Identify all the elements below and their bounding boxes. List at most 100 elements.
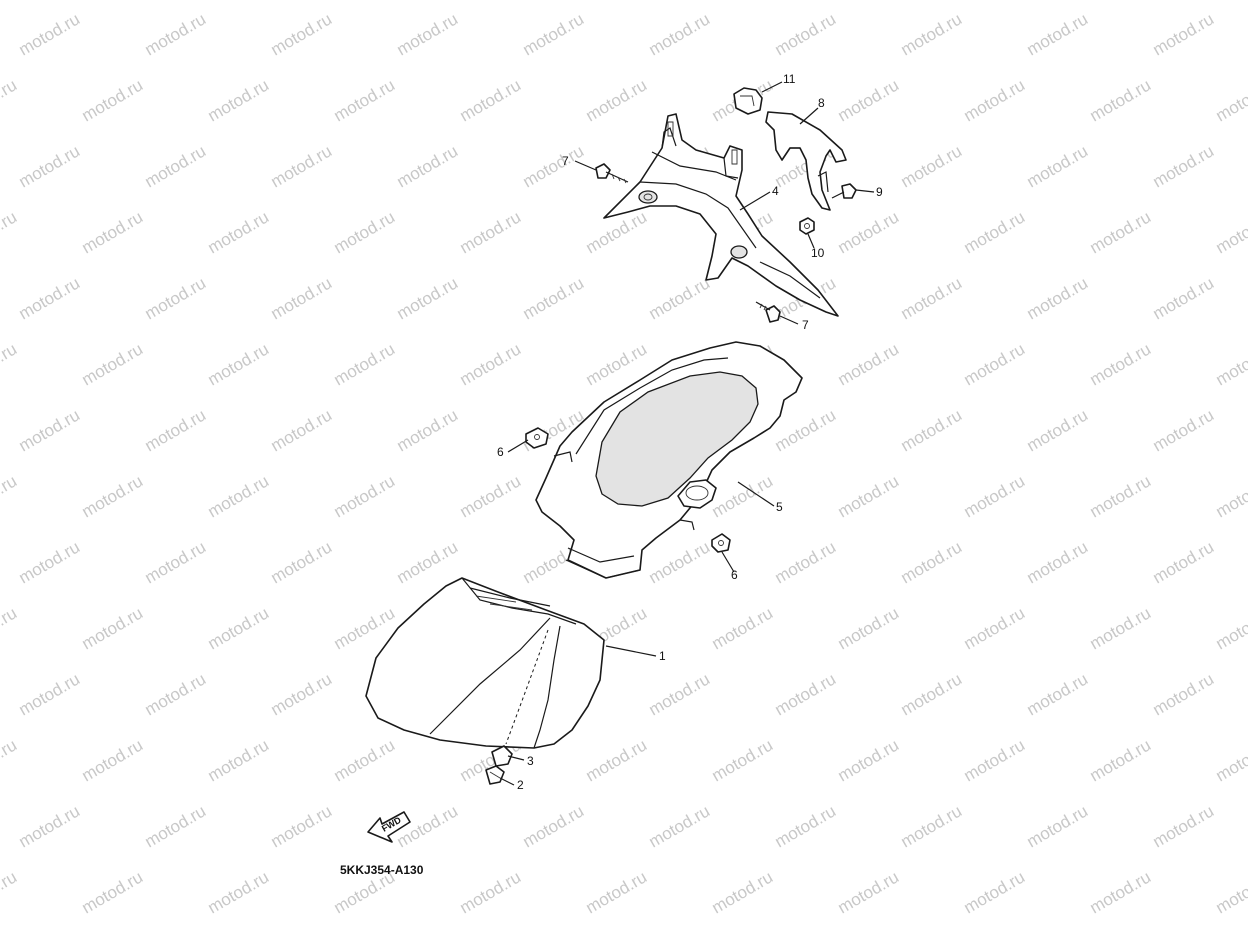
watermark-text: motod.ru — [205, 603, 273, 653]
watermark-text: motod.ru — [1087, 207, 1155, 257]
callout-7-upper: 7 — [562, 154, 569, 168]
watermark-text: motod.ru — [1087, 735, 1155, 785]
watermark-text: motod.ru — [646, 9, 714, 59]
watermark-text: motod.ru — [520, 141, 588, 191]
watermark-text: motod.ru — [1087, 339, 1155, 389]
watermark-text: motod.ru — [1213, 471, 1248, 521]
watermark-text: motod.ru — [646, 801, 714, 851]
watermark-text: motod.ru — [835, 735, 903, 785]
watermark-text: motod.ru — [0, 735, 20, 785]
watermark-text: motod.ru — [1024, 273, 1092, 323]
watermark-text: motod.ru — [709, 735, 777, 785]
watermark-text: motod.ru — [16, 537, 84, 587]
part-8-bracket[interactable] — [765, 111, 847, 211]
watermark-text: motod.ru — [646, 273, 714, 323]
diagram-code: 5KKJ354-A130 — [340, 863, 424, 877]
watermark-text: motod.ru — [16, 405, 84, 455]
callout-11: 11 — [783, 72, 796, 86]
watermark-text: motod.ru — [1024, 537, 1092, 587]
watermark-text: motod.ru — [0, 75, 20, 125]
watermark-text: motod.ru — [835, 339, 903, 389]
part-3-spacer[interactable] — [491, 745, 513, 767]
watermark-text: motod.ru — [646, 669, 714, 719]
callout-3: 3 — [527, 754, 534, 768]
part-9-bolt[interactable] — [831, 183, 857, 199]
watermark-text: motod.ru — [16, 669, 84, 719]
watermark-text: motod.ru — [1213, 735, 1248, 785]
part-6-nut-clip-left[interactable] — [525, 427, 549, 449]
watermark-text: motod.ru — [0, 867, 20, 917]
watermark-text: motod.ru — [1024, 669, 1092, 719]
watermark-text: motod.ru — [898, 273, 966, 323]
watermark-text: motod.ru — [79, 735, 147, 785]
watermark-text: motod.ru — [1087, 867, 1155, 917]
watermark-text: motod.ru — [1087, 603, 1155, 653]
watermark-text: motod.ru — [1213, 207, 1248, 257]
callout-1: 1 — [659, 649, 666, 663]
watermark-text: motod.ru — [898, 405, 966, 455]
watermark-text: motod.ru — [709, 603, 777, 653]
watermark-text: motod.ru — [583, 735, 651, 785]
watermark-text: motod.ru — [0, 339, 20, 389]
watermark-text: motod.ru — [772, 801, 840, 851]
part-5-inner-cover[interactable] — [535, 341, 803, 579]
watermark-text: motod.ru — [457, 207, 525, 257]
watermark-text: motod.ru — [709, 471, 777, 521]
watermark-text: motod.ru — [457, 471, 525, 521]
part-6-nut-clip-right[interactable] — [711, 533, 731, 553]
watermark-text: motod.ru — [16, 801, 84, 851]
watermark-text: motod.ru — [1024, 141, 1092, 191]
watermark-text: motod.ru — [205, 471, 273, 521]
watermark-text: motod.ru — [142, 273, 210, 323]
part-2-bolt[interactable] — [485, 765, 505, 785]
watermark-text: motod.ru — [1213, 603, 1248, 653]
watermark-text: motod.ru — [394, 537, 462, 587]
watermark-text: motod.ru — [142, 537, 210, 587]
watermark-text: motod.ru — [331, 471, 399, 521]
callout-7-lower: 7 — [802, 318, 809, 332]
part-7-screw-lower[interactable] — [755, 301, 781, 323]
watermark-text: motod.ru — [142, 405, 210, 455]
watermark-text: motod.ru — [898, 9, 966, 59]
part-10-nut[interactable] — [799, 217, 815, 235]
watermark-text: motod.ru — [1087, 471, 1155, 521]
watermark-text: motod.ru — [205, 207, 273, 257]
watermark-text: motod.ru — [16, 273, 84, 323]
watermark-text: motod.ru — [268, 141, 336, 191]
part-4-rear-fender-bracket[interactable] — [603, 113, 839, 317]
watermark-text: motod.ru — [961, 603, 1029, 653]
watermark-text: motod.ru — [835, 471, 903, 521]
watermark-text: motod.ru — [772, 9, 840, 59]
watermark-text: motod.ru — [268, 801, 336, 851]
callout-9: 9 — [876, 185, 883, 199]
watermark-text: motod.ru — [1150, 801, 1218, 851]
watermark-text: motod.ru — [1024, 9, 1092, 59]
watermark-text: motod.ru — [1087, 75, 1155, 125]
watermark-text: motod.ru — [0, 603, 20, 653]
watermark-text: motod.ru — [79, 471, 147, 521]
watermark-text: motod.ru — [1150, 9, 1218, 59]
watermark-text: motod.ru — [772, 537, 840, 587]
part-1-rear-fender[interactable] — [365, 577, 605, 749]
watermark-text: motod.ru — [205, 339, 273, 389]
watermark-text: motod.ru — [268, 9, 336, 59]
part-7-screw-upper[interactable] — [595, 163, 629, 184]
watermark-text: motod.ru — [961, 735, 1029, 785]
watermark-text: motod.ru — [898, 669, 966, 719]
watermark-text: motod.ru — [772, 669, 840, 719]
watermark-text: motod.ru — [961, 471, 1029, 521]
watermark-text: motod.ru — [205, 735, 273, 785]
part-11-grommet[interactable] — [733, 87, 763, 115]
watermark-text: motod.ru — [268, 537, 336, 587]
watermark-text: motod.ru — [1024, 801, 1092, 851]
watermark-text: motod.ru — [394, 141, 462, 191]
watermark-text: motod.ru — [142, 669, 210, 719]
watermark-text: motod.ru — [79, 867, 147, 917]
watermark-text: motod.ru — [457, 75, 525, 125]
watermark-text: motod.ru — [1150, 273, 1218, 323]
watermark-text: motod.ru — [0, 471, 20, 521]
watermark-text: motod.ru — [1150, 405, 1218, 455]
watermark-text: motod.ru — [898, 141, 966, 191]
watermark-text: motod.ru — [898, 537, 966, 587]
watermark-text: motod.ru — [1150, 141, 1218, 191]
